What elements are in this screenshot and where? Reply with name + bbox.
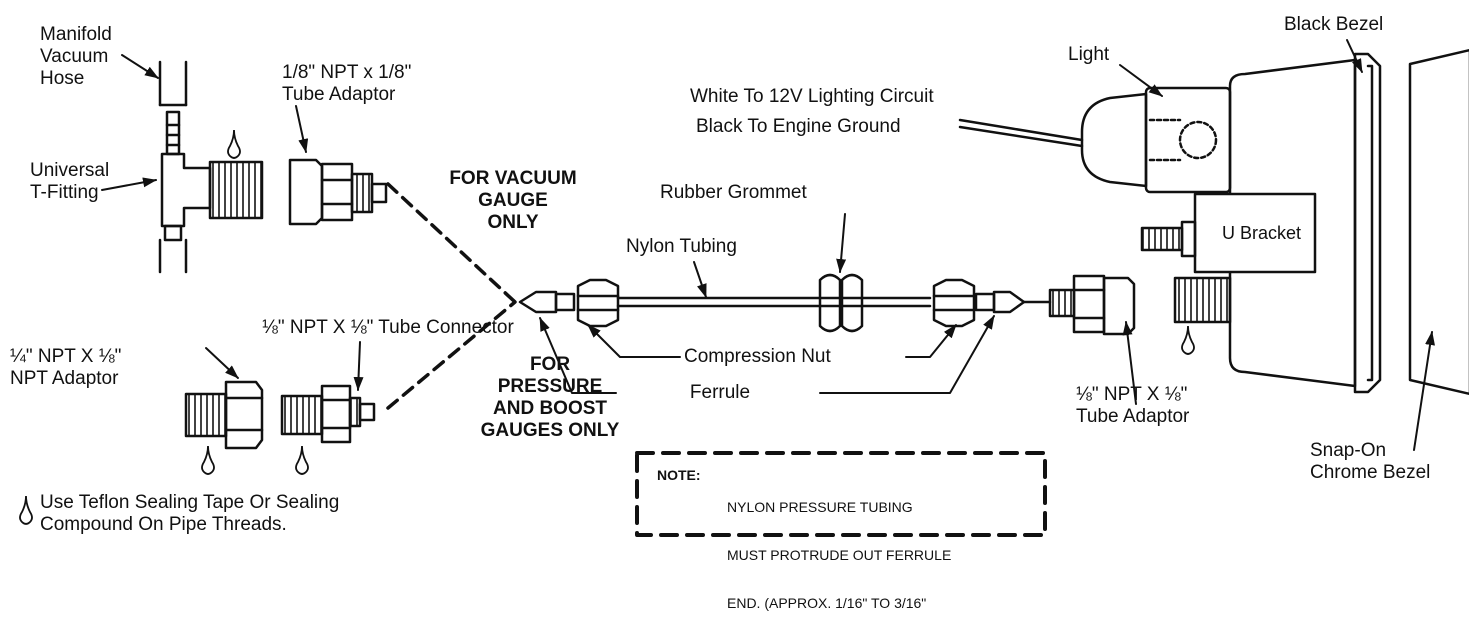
label-manifold-vacuum-hose: Manifold Vacuum Hose <box>40 24 112 89</box>
universal-t-fitting <box>158 110 264 274</box>
note-heading: NOTE: <box>657 467 701 483</box>
droplet-icon <box>295 445 309 475</box>
label-tube-adaptor-top: 1/8" NPT x 1/8" Tube Adaptor <box>282 62 412 105</box>
tubing-assembly <box>518 273 1052 333</box>
label-rubber-grommet: Rubber Grommet <box>660 182 807 203</box>
manifold-vacuum-hose <box>158 60 188 107</box>
label-ferrule: Ferrule <box>689 382 751 403</box>
droplet-icon <box>19 495 33 525</box>
droplet-icon <box>1181 325 1195 355</box>
npt-adaptor-bottom <box>184 380 264 450</box>
note-line: END. (APPROX. 1/16" TO 3/16" <box>727 595 927 611</box>
dashed-tube-routes <box>386 182 517 410</box>
gauge-body <box>1228 48 1469 396</box>
label-nylon-tubing: Nylon Tubing <box>626 236 737 257</box>
label-teflon-note: Use Teflon Sealing Tape Or Sealing Compo… <box>40 492 340 535</box>
label-tube-connector: ⅛" NPT X ⅛" Tube Connector <box>262 317 514 338</box>
note-line: NYLON PRESSURE TUBING <box>727 499 913 515</box>
note-body: NYLON PRESSURE TUBING MUST PROTRUDE OUT … <box>727 467 951 643</box>
label-white-lighting-circuit: White To 12V Lighting Circuit <box>690 86 934 107</box>
leader-lines <box>101 39 1435 451</box>
label-black-engine-ground: Black To Engine Ground <box>696 116 901 137</box>
label-compression-nut: Compression Nut <box>684 346 831 367</box>
label-snap-on-chrome-bezel: Snap-On Chrome Bezel <box>1310 440 1431 483</box>
label-light: Light <box>1068 44 1110 65</box>
gauge-installation-diagram <box>19 39 1469 537</box>
label-black-bezel: Black Bezel <box>1284 14 1384 35</box>
droplet-icon <box>227 129 241 159</box>
label-npt-adaptor: ¼" NPT X ⅛" NPT Adaptor <box>10 346 122 389</box>
tube-adaptor-right <box>1048 274 1136 336</box>
note-line: MUST PROTRUDE OUT FERRULE <box>727 547 952 563</box>
label-universal-t-fitting: Universal T-Fitting <box>30 160 110 203</box>
u-bracket <box>1140 192 1317 324</box>
droplet-icons <box>19 129 1195 525</box>
label-u-bracket: U Bracket <box>1222 223 1302 243</box>
label-for-pressure-boost-gauges: FOR PRESSURE AND BOOST GAUGES ONLY <box>480 354 620 441</box>
light-socket <box>958 86 1232 194</box>
label-for-vacuum-gauge-only: FOR VACUUM GAUGE ONLY <box>449 168 577 233</box>
note-box-border <box>635 451 1047 537</box>
tube-connector-bottom <box>280 384 376 444</box>
droplet-icon <box>201 445 215 475</box>
label-tube-adaptor-right: ⅛" NPT X ⅛" Tube Adaptor <box>1076 384 1190 427</box>
note-box: NOTE: NYLON PRESSURE TUBING MUST PROTRUD… <box>637 453 1045 611</box>
tube-adaptor-top <box>288 158 388 226</box>
